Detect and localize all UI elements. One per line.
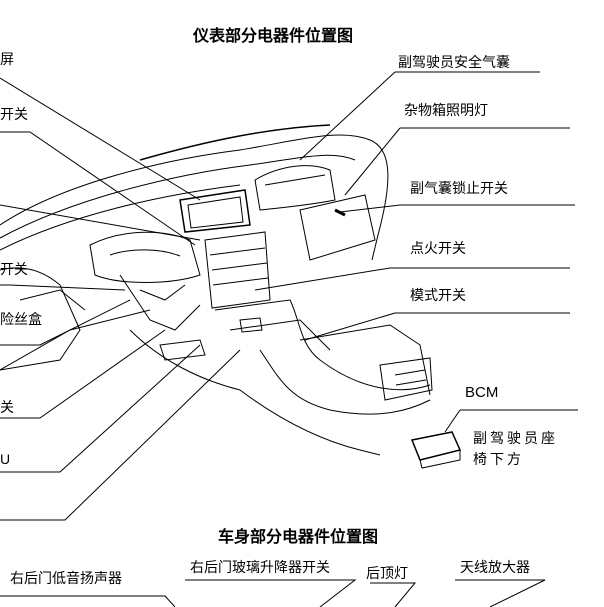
windshield-edge [139, 124, 331, 161]
label-left-2: 开关 [0, 107, 28, 123]
dash-top-inner [0, 154, 356, 239]
label-bcm: BCM [465, 384, 499, 401]
steering-column [119, 274, 201, 331]
body-title: 车身部分电器件位置图 [218, 527, 379, 546]
vent-left [19, 289, 86, 311]
label-glovebox-lamp: 杂物箱照明灯 [404, 103, 488, 119]
label-rear-right-window-switch: 右后门玻璃升降器开关 [190, 560, 330, 576]
label-rear-dome-lamp: 后顶灯 [366, 566, 408, 582]
label-ignition-switch: 点火开关 [410, 241, 466, 257]
dash-left-end [0, 267, 81, 371]
label-left-1: 屏 [0, 52, 14, 68]
label-antenna-amplifier: 天线放大器 [460, 560, 530, 576]
dash-top-inner-2 [0, 184, 241, 251]
label-left-6: U [0, 451, 11, 467]
label-left-5: 关 [0, 400, 14, 416]
center-screen [179, 189, 251, 233]
console-rear-panel [379, 357, 433, 401]
label-airbag-lock-switch: 副气囊锁止开关 [410, 181, 508, 197]
label-passenger-airbag: 副驾驶员安全气囊 [398, 55, 510, 71]
console-top [214, 299, 431, 391]
bcm-module [410, 431, 462, 461]
label-left-3: 开关 [0, 262, 28, 278]
label-mode-switch: 模式开关 [410, 288, 466, 304]
instrument-title: 仪表部分电器件位置图 [193, 26, 354, 45]
label-left-4: 险丝盒 [0, 312, 42, 328]
dash-top-outline [0, 134, 389, 261]
instrument-cluster [89, 231, 201, 283]
right-top-panel [254, 165, 336, 211]
leader-lines [0, 71, 578, 607]
label-bcm-location-2: 椅下方 [473, 452, 524, 468]
right-panel [299, 194, 376, 261]
label-bcm-location-1: 副驾驶员座 [473, 431, 558, 447]
console-base [129, 329, 381, 456]
center-stack [204, 231, 271, 309]
label-rear-right-woofer: 右后门低音扬声器 [10, 571, 122, 587]
